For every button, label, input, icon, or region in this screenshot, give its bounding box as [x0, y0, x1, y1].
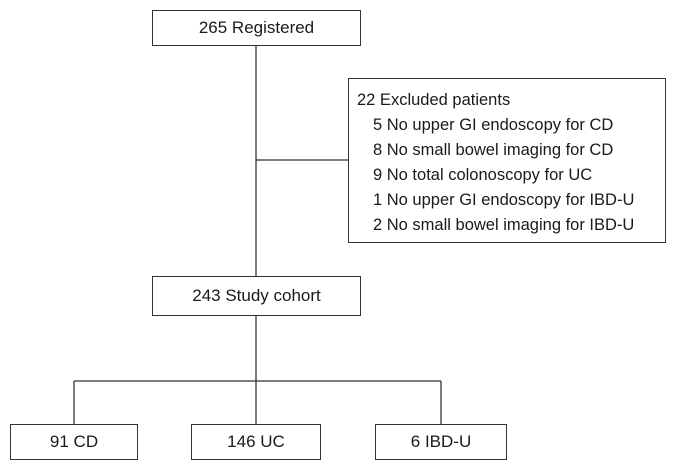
cd-box: 91 CD: [10, 424, 138, 460]
ibdu-label: 6 IBD-U: [410, 432, 472, 451]
cohort-box: 243 Study cohort: [152, 276, 361, 316]
excluded-box: 22 Excluded patients 5 No upper GI endos…: [348, 78, 666, 243]
cohort-label: 243 Study cohort: [192, 286, 321, 305]
cd-label: 91 CD: [49, 432, 99, 451]
excluded-item: 1 No upper GI endoscopy for IBD-U: [373, 191, 635, 209]
uc-box: 146 UC: [191, 424, 321, 460]
excluded-item: 2 No small bowel imaging for IBD-U: [373, 216, 635, 234]
excluded-list: 5 No upper GI endoscopy for CD 8 No smal…: [357, 113, 665, 238]
excluded-item: 8 No small bowel imaging for CD: [373, 141, 614, 159]
excluded-title: 22 Excluded patients: [357, 91, 511, 109]
excluded-item: 5 No upper GI endoscopy for CD: [373, 116, 614, 134]
ibdu-box: 6 IBD-U: [375, 424, 507, 460]
excluded-item: 9 No total colonoscopy for UC: [373, 166, 593, 184]
registered-label: 265 Registered: [198, 18, 315, 37]
uc-label: 146 UC: [227, 432, 285, 451]
registered-box: 265 Registered: [152, 10, 361, 46]
